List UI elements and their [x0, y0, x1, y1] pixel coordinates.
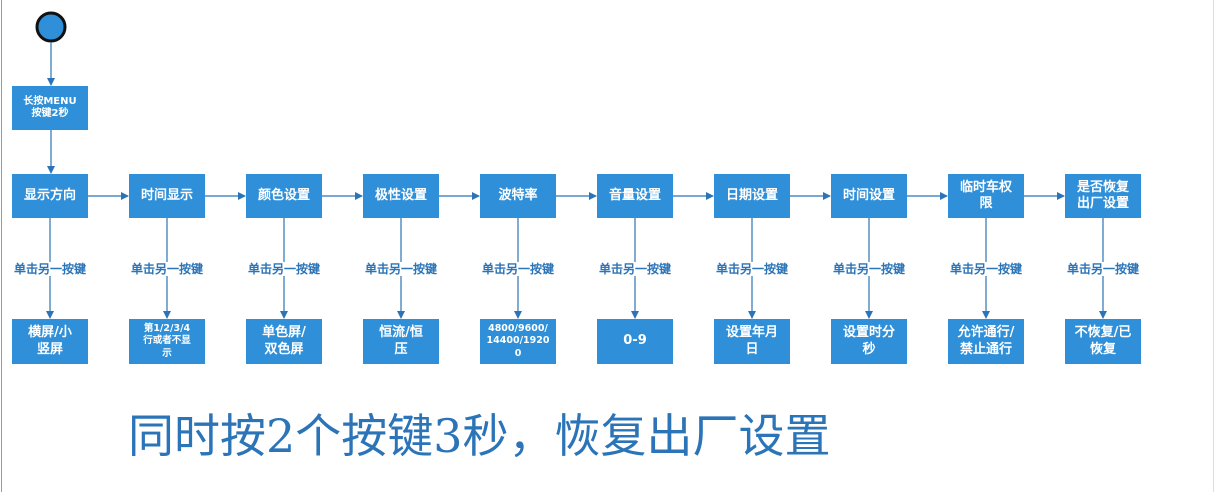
- start-node: [35, 11, 67, 43]
- step-box-1: 显示方向: [12, 174, 88, 218]
- right-border-line: [1213, 0, 1214, 492]
- step-option-box-10: 不恢复/已 恢复: [1065, 319, 1141, 364]
- step-box-9: 临时车权 限: [948, 174, 1024, 218]
- step-box-2: 时间显示: [129, 174, 205, 218]
- left-border-line: [1, 0, 2, 492]
- menu-long-press-box: 长按MENU 按键2秒: [12, 86, 88, 130]
- step-box-5: 波特率: [480, 174, 556, 218]
- step-box-4: 极性设置: [363, 174, 439, 218]
- step-action-label-2: 单击另一按键: [130, 262, 204, 276]
- step-action-label-6: 单击另一按键: [598, 262, 672, 276]
- step-action-label-10: 单击另一按键: [1066, 262, 1140, 276]
- step-option-box-8: 设置时分 秒: [831, 319, 907, 364]
- step-option-box-6: 0-9: [597, 319, 673, 364]
- step-action-label-3: 单击另一按键: [247, 262, 321, 276]
- step-option-box-2: 第1/2/3/4 行或者不显 示: [129, 319, 205, 364]
- step-box-6: 音量设置: [597, 174, 673, 218]
- step-box-8: 时间设置: [831, 174, 907, 218]
- step-option-box-4: 恒流/恒 压: [363, 319, 439, 364]
- step-action-label-5: 单击另一按键: [481, 262, 555, 276]
- step-action-label-8: 单击另一按键: [832, 262, 906, 276]
- factory-reset-note: 同时按2个按键3秒，恢复出厂设置: [128, 409, 831, 463]
- step-action-label-7: 单击另一按键: [715, 262, 789, 276]
- step-box-10: 是否恢复 出厂设置: [1065, 174, 1141, 218]
- step-option-box-1: 横屏/小 竖屏: [12, 319, 88, 364]
- step-action-label-9: 单击另一按键: [949, 262, 1023, 276]
- step-box-7: 日期设置: [714, 174, 790, 218]
- step-option-box-9: 允许通行/ 禁止通行: [948, 319, 1024, 364]
- step-action-label-4: 单击另一按键: [364, 262, 438, 276]
- step-option-box-3: 单色屏/ 双色屏: [246, 319, 322, 364]
- step-option-box-5: 4800/9600/ 14400/1920 0: [480, 319, 556, 364]
- step-action-label-1: 单击另一按键: [13, 262, 87, 276]
- step-box-3: 颜色设置: [246, 174, 322, 218]
- step-option-box-7: 设置年月 日: [714, 319, 790, 364]
